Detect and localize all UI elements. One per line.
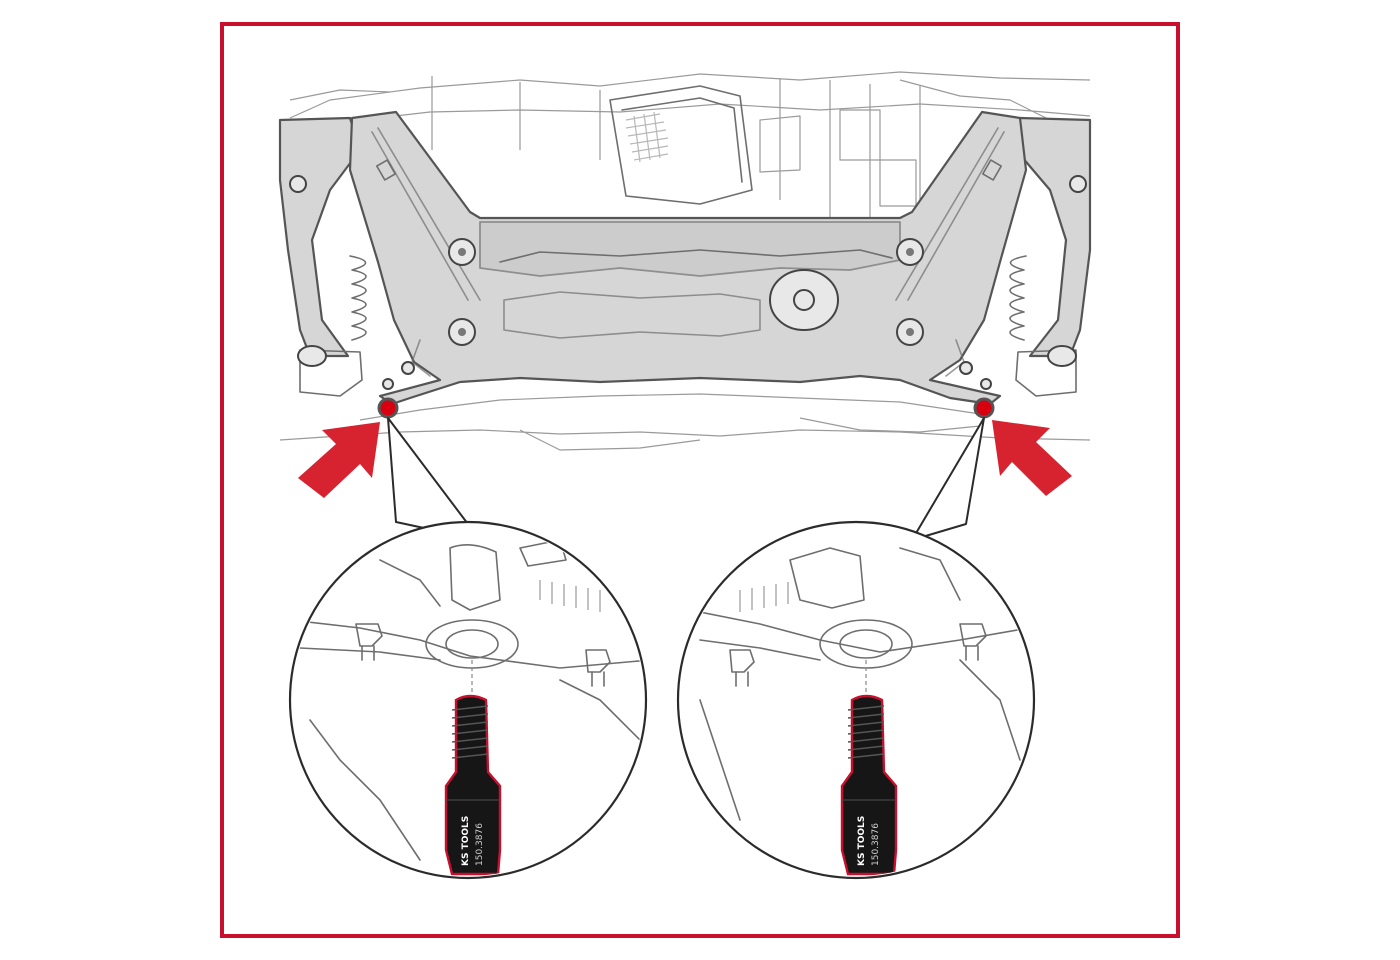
bolt-icon	[585, 649, 611, 687]
air-duct	[609, 85, 753, 205]
red-arrow-left-icon	[298, 422, 380, 498]
right-alignment-hole-marker	[973, 397, 995, 419]
bolt-icon	[959, 623, 987, 661]
tool-brand-label: KS TOOLS	[461, 816, 471, 866]
right-control-arm	[1009, 116, 1092, 397]
adapter-tool-icon: 150.3876 KS TOOLS	[444, 694, 502, 876]
tool-brand-label: KS TOOLS	[857, 816, 867, 866]
bolt-icon	[355, 623, 383, 661]
subframe	[348, 110, 1028, 406]
duct-grille	[625, 111, 669, 163]
left-coil-spring	[349, 255, 367, 341]
left-alignment-hole-marker	[377, 397, 399, 419]
right-magnified-view: 150.3876 KS TOOLS	[689, 547, 1032, 876]
bolt-icon	[448, 318, 476, 346]
bolt-icon	[448, 238, 476, 266]
bolt-icon	[896, 238, 924, 266]
diagram-frame	[220, 22, 1180, 938]
tool-part-number: 150.3876	[475, 823, 485, 866]
right-coil-spring	[1009, 255, 1027, 341]
tool-part-number: 150.3876	[871, 823, 881, 866]
subframe-bolts	[382, 238, 992, 390]
red-arrow-right-icon	[992, 420, 1072, 496]
adapter-tool-icon: 150.3876 KS TOOLS	[840, 694, 898, 876]
bolt-icon	[896, 318, 924, 346]
bolt-icon	[729, 649, 755, 687]
